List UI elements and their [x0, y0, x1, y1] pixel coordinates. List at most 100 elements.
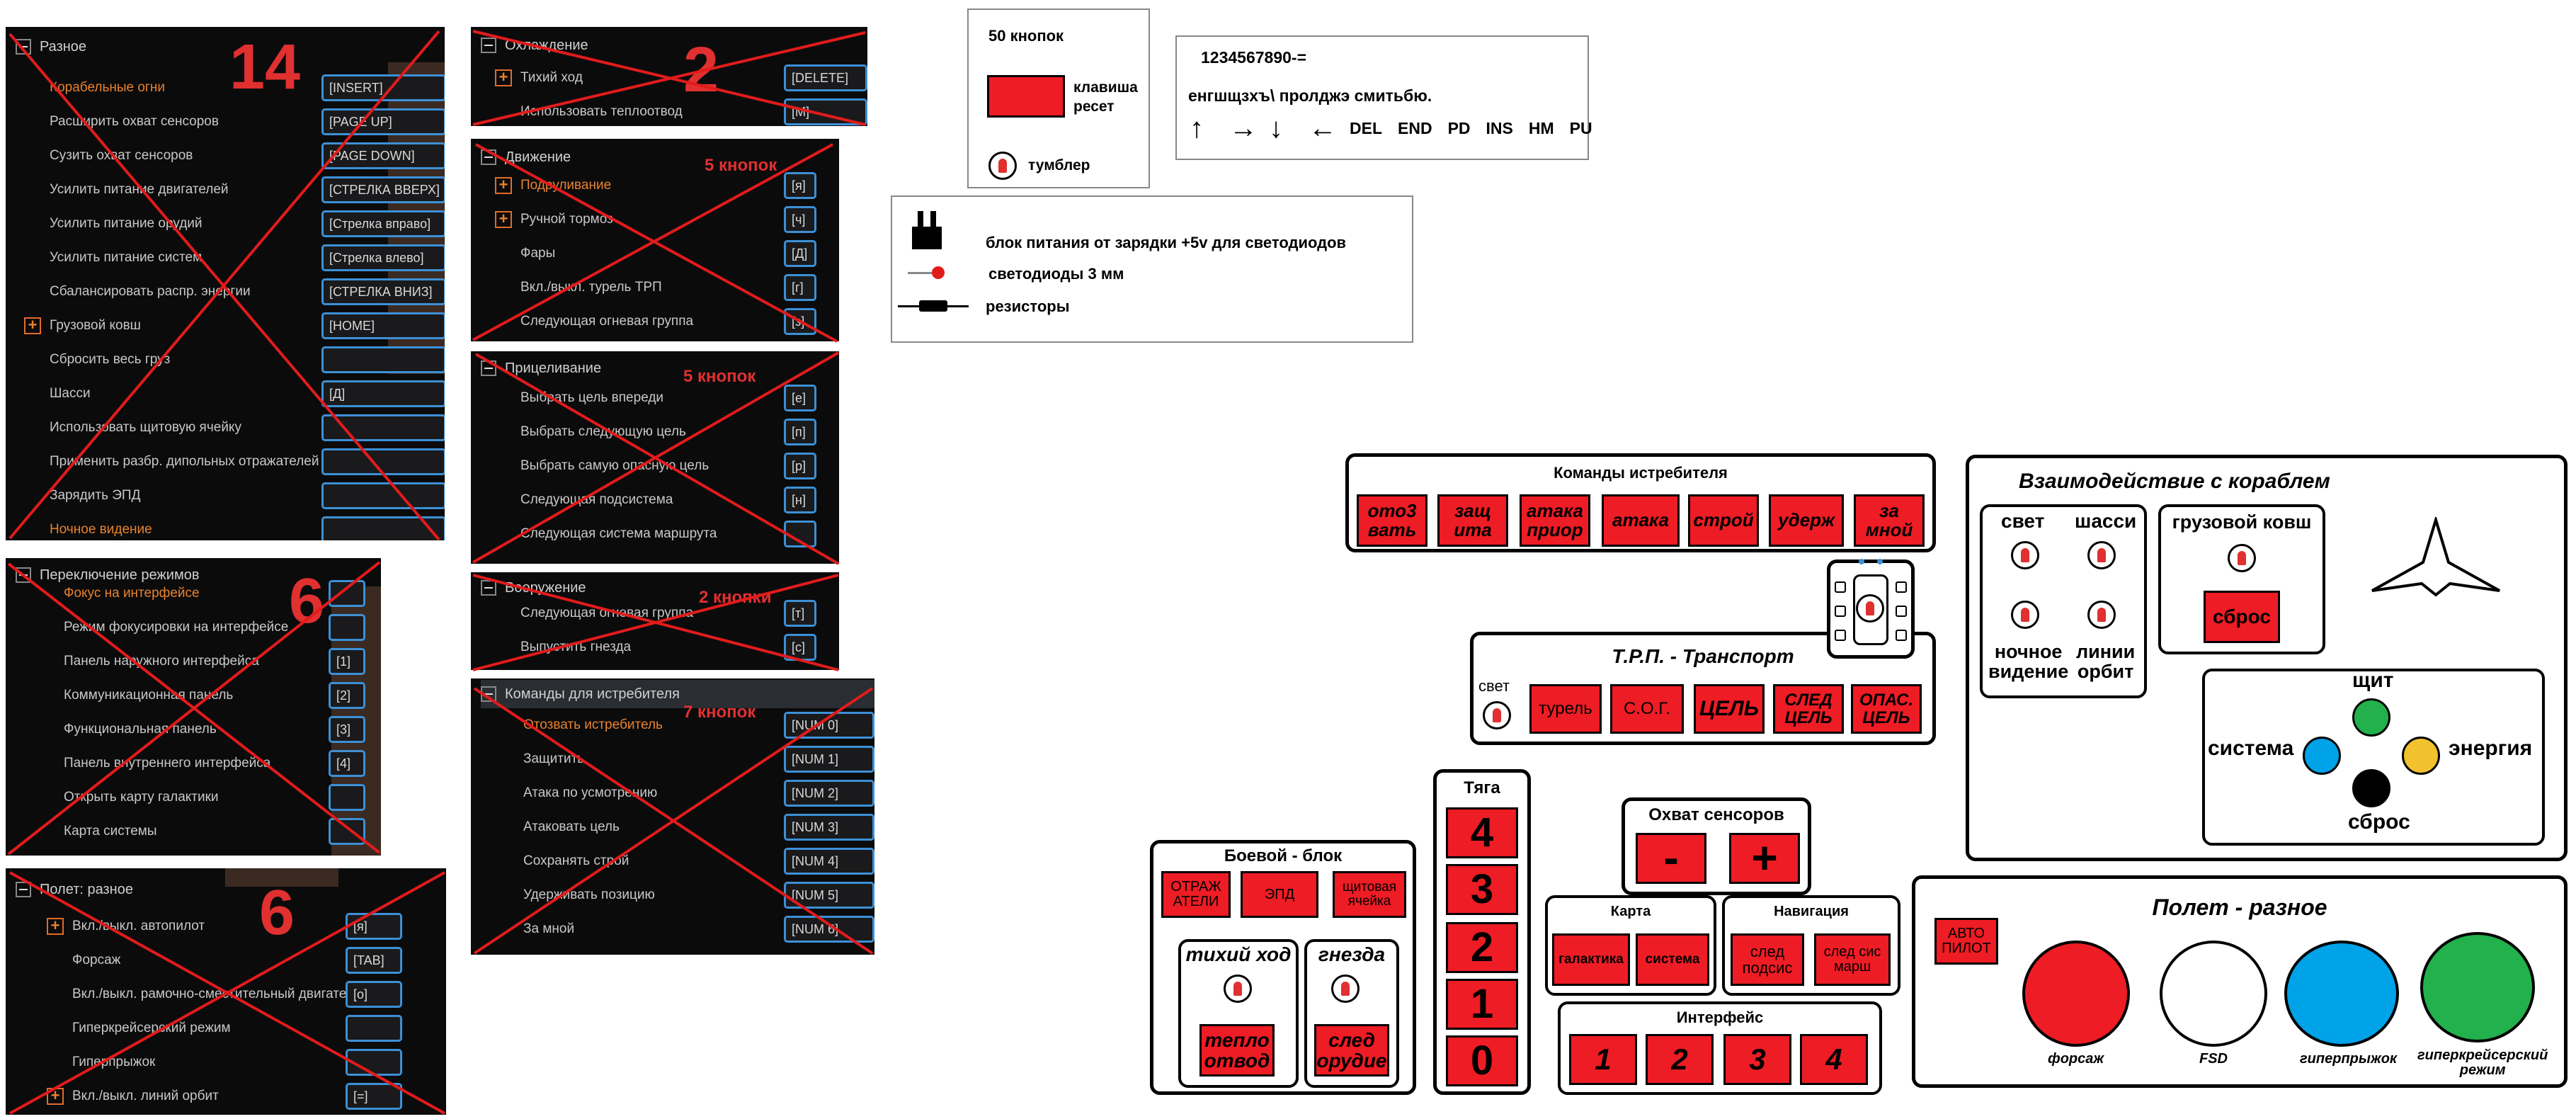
keybinding-slot[interactable]: [1] [329, 648, 365, 675]
settings-row[interactable]: Расширить охват сенсоров[PAGE UP] [6, 105, 445, 139]
btn-iface-2[interactable]: 2 [1646, 1034, 1714, 1085]
settings-row[interactable]: Атака по усмотрению[NUM 2] [471, 776, 874, 810]
keybinding-slot[interactable]: [NUM 1] [784, 746, 874, 773]
system-button[interactable] [2303, 737, 2341, 775]
keybinding-slot[interactable]: [NUM 6] [784, 916, 874, 943]
settings-row[interactable]: Следующая огневая группа[т] [471, 596, 839, 630]
settings-row[interactable]: Гиперкрейсерский режим [6, 1011, 446, 1045]
hyperjump-button[interactable] [2284, 941, 2399, 1047]
keybinding-slot[interactable]: [2] [329, 682, 365, 709]
keybinding-slot[interactable]: [3] [329, 716, 365, 743]
light-toggle[interactable] [2011, 541, 2039, 569]
keybinding-slot[interactable]: [е] [784, 385, 816, 411]
keybinding-slot[interactable]: [п] [784, 419, 816, 445]
settings-row[interactable]: Отозвать истребитель[NUM 0] [471, 708, 874, 742]
keybinding-slot[interactable]: [Стрелка влево] [321, 244, 445, 271]
srv-joystick[interactable] [1827, 559, 1915, 659]
keybinding-slot[interactable]: [Стрелка вправо] [321, 210, 445, 237]
settings-row[interactable]: Гиперпрыжок [6, 1045, 446, 1079]
shield-button[interactable] [2352, 698, 2390, 737]
btn-system-map[interactable]: система [1636, 933, 1709, 986]
keybinding-slot[interactable]: [ч] [784, 206, 816, 233]
keybinding-slot[interactable]: [HOME] [321, 312, 445, 339]
keybinding-slot[interactable]: [TAB] [346, 947, 402, 974]
settings-row[interactable]: Фокус на интерфейсе [6, 576, 381, 610]
settings-row[interactable]: Панель наружного интерфейса[1] [6, 644, 381, 678]
btn-target[interactable]: ЦЕЛЬ [1694, 684, 1765, 734]
keybinding-slot[interactable]: [с] [784, 634, 816, 661]
settings-row[interactable]: Вкл./выкл. турель ТРП[г] [471, 271, 839, 305]
btn-attack-prio[interactable]: атака приор [1520, 494, 1590, 547]
btn-defend[interactable]: защ ита [1437, 494, 1508, 547]
settings-row[interactable]: Использовать щитовую ячейку [6, 411, 445, 445]
keybinding-slot[interactable]: [г] [784, 274, 816, 301]
keybinding-slot[interactable] [321, 346, 445, 373]
thrust-3[interactable]: 3 [1446, 864, 1518, 915]
keybinding-slot[interactable]: [4] [329, 750, 365, 777]
keybinding-slot[interactable]: [NUM 5] [784, 882, 874, 909]
settings-row[interactable]: Форсаж[TAB] [6, 943, 446, 977]
keybinding-slot[interactable] [321, 448, 445, 475]
keybinding-slot[interactable]: [=] [346, 1083, 402, 1110]
thrust-4[interactable]: 4 [1446, 807, 1518, 858]
btn-sensors-minus[interactable]: - [1636, 833, 1706, 884]
keybinding-slot[interactable]: [NUM 4] [784, 848, 874, 875]
keybinding-slot[interactable]: [NUM 0] [784, 712, 874, 739]
keybinding-slot[interactable] [321, 516, 445, 540]
btn-sog[interactable]: С.О.Г. [1610, 684, 1684, 734]
thrust-1[interactable]: 1 [1446, 979, 1518, 1030]
keybinding-slot[interactable]: [СТРЕЛКА ВНИЗ] [321, 278, 445, 305]
settings-row[interactable]: Сбалансировать распр. энергии[СТРЕЛКА ВН… [6, 275, 445, 309]
btn-iface-3[interactable]: 3 [1723, 1034, 1791, 1085]
keybinding-slot[interactable]: [Д] [321, 380, 445, 407]
orbit-lines-toggle[interactable] [2087, 601, 2116, 629]
btn-hold[interactable]: удерж [1769, 494, 1844, 547]
settings-row[interactable]: Выбрать следующую цель[п] [471, 415, 839, 449]
keybinding-slot[interactable] [321, 482, 445, 509]
settings-row[interactable]: Корабельные огни[INSERT] [6, 71, 445, 105]
thrust-2[interactable]: 2 [1446, 922, 1518, 973]
btn-autopilot[interactable]: АВТО ПИЛОТ [1934, 918, 1998, 965]
settings-row[interactable]: Сбросить весь груз [6, 343, 445, 377]
settings-row[interactable]: Удерживать позицию[NUM 5] [471, 878, 874, 912]
expand-plus-icon[interactable]: + [495, 211, 512, 228]
btn-next-target[interactable]: СЛЕД ЦЕЛЬ [1773, 684, 1844, 734]
srv-light-toggle[interactable] [1483, 701, 1511, 729]
settings-row[interactable]: Атаковать цель[NUM 3] [471, 810, 874, 844]
keybinding-slot[interactable] [329, 818, 365, 845]
keybinding-slot[interactable]: [СТРЕЛКА ВВЕРХ] [321, 176, 445, 203]
thrust-0[interactable]: 0 [1446, 1035, 1518, 1086]
btn-danger-target[interactable]: ОПАС. ЦЕЛЬ [1851, 684, 1922, 734]
settings-row[interactable]: Выбрать самую опасную цель[р] [471, 449, 839, 483]
supercruise-button[interactable] [2420, 932, 2535, 1043]
balance-reset-button[interactable] [2352, 769, 2390, 807]
settings-row[interactable]: Ночное видение [6, 513, 445, 540]
keybinding-slot[interactable]: [о] [346, 981, 402, 1008]
settings-row[interactable]: Шасси[Д] [6, 377, 445, 411]
btn-iface-4[interactable]: 4 [1800, 1034, 1868, 1085]
keybinding-slot[interactable] [784, 521, 816, 547]
settings-row[interactable]: +Подруливание[я] [471, 169, 839, 203]
keybinding-slot[interactable]: [н] [784, 487, 816, 513]
keybinding-slot[interactable] [321, 414, 445, 441]
keybinding-slot[interactable] [329, 614, 365, 641]
btn-galaxy-map[interactable]: галактика [1552, 933, 1630, 986]
settings-row[interactable]: Использовать теплоотвод[M] [471, 95, 867, 126]
settings-row[interactable]: За мной[NUM 6] [471, 912, 874, 946]
btn-next-weapon[interactable]: след орудие [1314, 1024, 1389, 1077]
keybinding-slot[interactable]: [DELETE] [784, 64, 867, 91]
settings-row[interactable]: +Тихий ход[DELETE] [471, 61, 867, 95]
btn-next-subsystem[interactable]: след подсис [1731, 933, 1804, 986]
expand-plus-icon[interactable]: + [495, 177, 512, 194]
keybinding-slot[interactable] [346, 1049, 402, 1076]
settings-row[interactable]: Открыть карту галактики [6, 780, 381, 814]
keybinding-slot[interactable]: [Д] [784, 240, 816, 267]
btn-heatsink[interactable]: тепло отвод [1199, 1024, 1275, 1077]
keybinding-slot[interactable]: [M] [784, 98, 867, 125]
settings-row[interactable]: +Ручной тормоз[ч] [471, 203, 839, 237]
settings-row[interactable]: +Грузовой ковш[HOME] [6, 309, 445, 343]
settings-row[interactable]: Функциональная панель[3] [6, 712, 381, 746]
expand-plus-icon[interactable]: + [47, 1088, 64, 1105]
keybinding-slot[interactable]: [NUM 3] [784, 814, 874, 841]
btn-turret[interactable]: турель [1529, 684, 1602, 734]
